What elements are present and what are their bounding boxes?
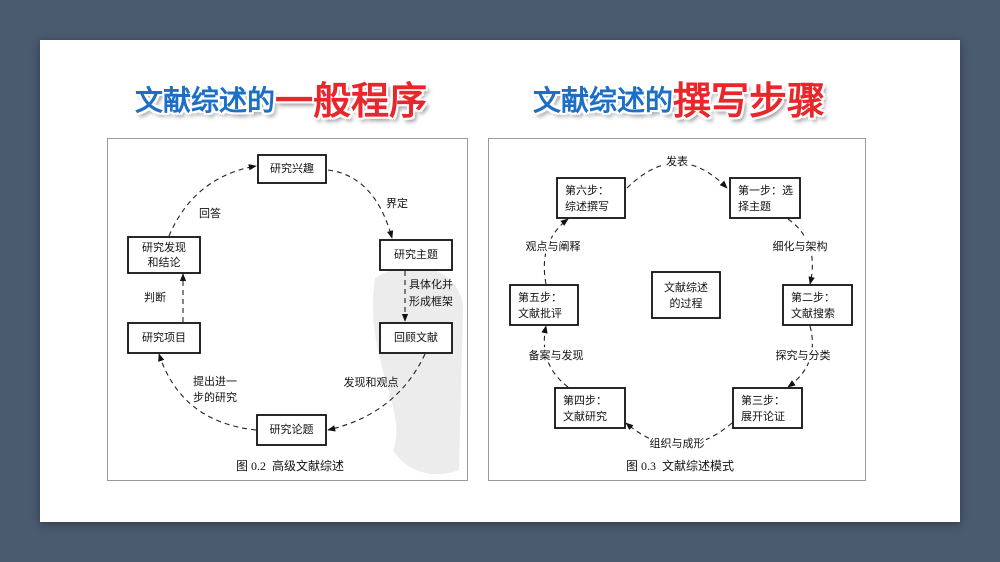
figure-writing-steps: 细化与架构 探究与分类 组织与成形 备案与发现 观点与阐释 发表 第一步：选 择… xyxy=(488,138,866,481)
edge-label-findings-views: 发现和观点 xyxy=(344,375,399,389)
edge-step5-to-step6 xyxy=(543,218,569,285)
node-research-thesis xyxy=(256,414,327,446)
node-research-topic xyxy=(379,239,453,271)
edge-step3-to-step4 xyxy=(625,422,733,447)
title-right-prefix: 文献综述的 xyxy=(533,84,674,117)
node-step6 xyxy=(556,177,626,219)
node-research-interest xyxy=(257,154,327,184)
figure-general-procedure: 界定 具体化并 形成框架 发现和观点 提出进一 步的研究 判断 回答 研究兴趣 … xyxy=(107,138,468,481)
title-writing-steps: 文献综述的撰写步骤 xyxy=(533,76,825,126)
node-step3 xyxy=(732,387,803,429)
general-procedure-diagram: 界定 具体化并 形成框架 发现和观点 提出进一 步的研究 判断 回答 研究兴趣 … xyxy=(107,138,468,481)
node-step5 xyxy=(509,284,579,326)
writing-steps-diagram: 细化与架构 探究与分类 组织与成形 备案与发现 观点与阐释 发表 第一步：选 择… xyxy=(488,138,866,481)
edge-label-organize-shape: 组织与成形 xyxy=(650,436,705,450)
node-center-line1: 文献综述 xyxy=(664,280,708,294)
node-research-project xyxy=(127,322,201,354)
node-research-topic-label: 研究主题 xyxy=(394,247,438,261)
title-general-procedure: 文献综述的一般程序 xyxy=(135,76,427,126)
edge-label-further-line1: 提出进一 xyxy=(193,374,237,388)
edge-label-specify-line1: 具体化并 xyxy=(409,277,453,291)
node-literature-review xyxy=(379,322,453,354)
node-step4 xyxy=(554,387,626,429)
node-step4-line1: 第四步： xyxy=(563,393,607,407)
edge-label-specify-line2: 形成框架 xyxy=(409,295,453,308)
node-step4-line2: 文献研究 xyxy=(563,409,607,423)
edge-label-view-interpret: 观点与阐释 xyxy=(526,240,581,253)
node-research-project-label: 研究项目 xyxy=(142,330,186,344)
title-right-highlight: 撰写步骤 xyxy=(673,79,826,123)
watermark-shape xyxy=(372,266,463,475)
node-findings-conclusions-line1: 研究发现 xyxy=(142,240,186,254)
figure-caption: 图 0.3 文献综述模式 xyxy=(626,458,734,473)
figure-caption: 图 0.2 高级文献综述 xyxy=(236,458,344,473)
edge-interest-to-topic xyxy=(327,169,394,239)
node-findings-conclusions xyxy=(127,236,201,274)
edge-label-refine-structure: 细化与架构 xyxy=(773,239,828,253)
title-left-highlight: 一般程序 xyxy=(275,79,428,123)
node-research-thesis-label: 研究论题 xyxy=(270,422,314,436)
edge-step1-to-step2 xyxy=(787,218,815,285)
edge-label-answer: 回答 xyxy=(199,206,221,220)
node-findings-conclusions-line2: 和结论 xyxy=(148,255,181,269)
node-step5-line2: 文献批评 xyxy=(518,306,562,320)
edge-step6-to-step1 xyxy=(626,162,728,189)
node-step1-line2: 择主题 xyxy=(738,199,771,213)
node-step3-line2: 展开论证 xyxy=(741,409,785,423)
node-step5-line1: 第五步： xyxy=(518,290,562,304)
edge-label-judge: 判断 xyxy=(144,290,166,304)
slide: 文献综述的一般程序 文献综述的撰写步骤 界定 具体化并 形成框架 xyxy=(40,40,960,522)
node-step6-line1: 第六步： xyxy=(565,183,609,197)
node-step2-line2: 文献搜索 xyxy=(791,306,835,320)
edge-review-to-thesis xyxy=(327,353,426,432)
edge-label-record-discover: 备案与发现 xyxy=(529,348,584,362)
node-research-interest-label: 研究兴趣 xyxy=(270,161,314,175)
edge-thesis-to-project xyxy=(158,353,257,431)
edge-label-explore-classify: 探究与分类 xyxy=(776,348,831,362)
node-step2-line1: 第二步： xyxy=(791,290,835,304)
edge-label-define: 界定 xyxy=(386,196,408,210)
edge-findings-to-interest xyxy=(168,164,257,237)
node-step6-line2: 综述撰写 xyxy=(565,199,609,213)
edge-label-publish: 发表 xyxy=(666,154,688,168)
title-left-prefix: 文献综述的 xyxy=(135,84,276,117)
node-center-process xyxy=(651,271,721,319)
node-step1-line1: 第一步：选 xyxy=(738,183,793,197)
node-step3-line1: 第三步： xyxy=(741,393,785,407)
node-step1 xyxy=(729,177,801,219)
node-center-line2: 的过程 xyxy=(670,296,703,310)
edge-label-further-line2: 步的研究 xyxy=(193,390,237,404)
node-step2 xyxy=(782,284,853,326)
node-literature-review-label: 回顾文献 xyxy=(394,330,438,344)
